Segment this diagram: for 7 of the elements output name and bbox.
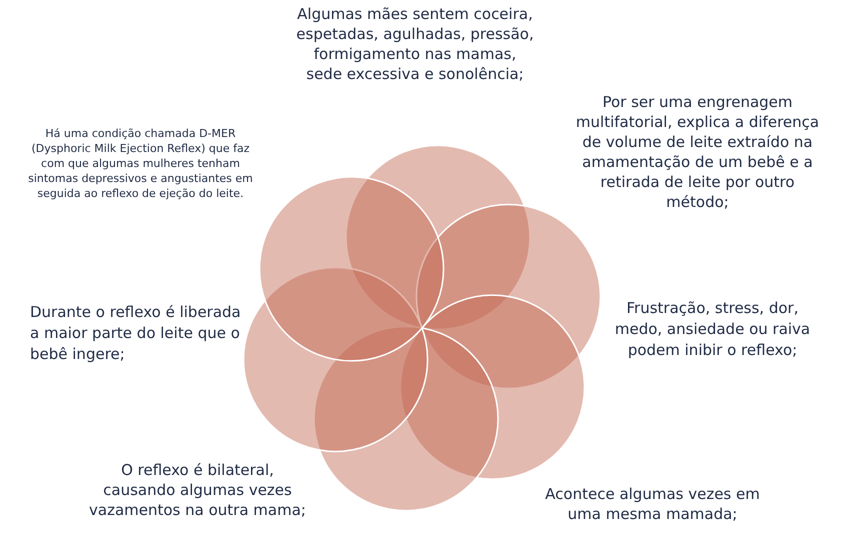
note-text: O reflexo é bilateral, causando algumas vezes vazamentos na outra mama; bbox=[88, 460, 307, 520]
note-text: Durante o reflexo é liberada a maior parte do leite que o bebê ingere; bbox=[30, 302, 242, 365]
note-text: Algumas mães sentem coceira, espetadas, agulhadas, pressão, formigamento nas mamas, sede excessiva e sonolência; bbox=[295, 4, 535, 84]
note-text: Há uma condição chamada D-MER (Dysphoric Milk Ejection Reflex) que faz com que algumas mulheres tenham sintomas depressivos e angustiantes em seguida ao reflexo de ejeção do leite. bbox=[28, 126, 253, 201]
note-text: Acontece algumas vezes em uma mesma mamada; bbox=[544, 484, 761, 524]
note-text: Por ser uma engrenagem multifatorial, explica a diferença de volume de leite extraído na amamentação de um bebê e a retirada de leite por outro método; bbox=[574, 92, 820, 212]
note-text: Frustração, stress, dor, medo, ansiedade ou raiva podem inibir o reflexo; bbox=[614, 298, 812, 361]
